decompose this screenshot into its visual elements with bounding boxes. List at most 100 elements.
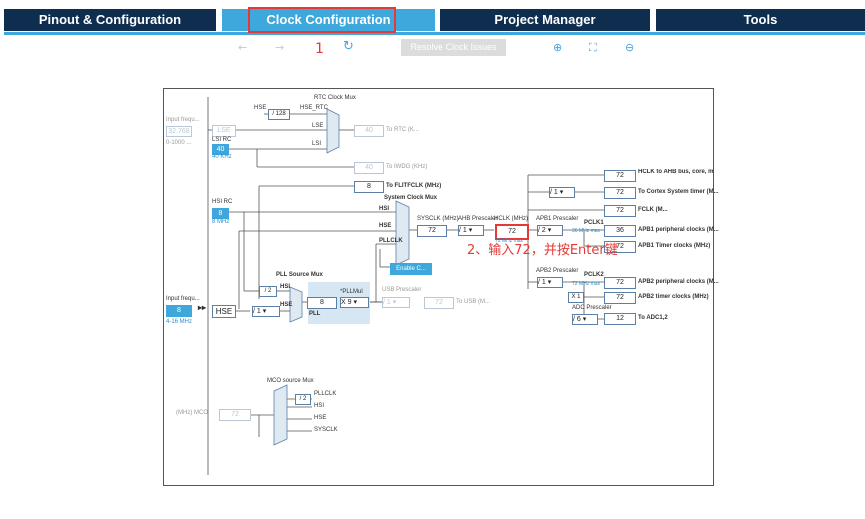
apb2-timer-field: 72 [604,292,636,304]
apb2-prescaler-label: APB2 Prescaler [536,268,579,274]
tab-bar: Pinout & Configuration Clock Configurati… [0,0,865,36]
adc-prescaler-label: ADC Prescaler [572,305,612,311]
redo-icon[interactable]: → [275,41,285,54]
apb2-timer-multiplier: X 1 [568,292,584,303]
pll-mux-hsi-label: HSI [280,284,291,290]
pll-hse-divider-select[interactable]: / 1 ▾ [252,306,280,317]
rtc-hse-label: HSE [254,105,267,111]
fclk-field: 72 [604,205,636,217]
mco-output-field: 72 [219,409,251,421]
flitfclk-output-field: 8 [354,181,384,193]
fit-to-screen-icon[interactable]: ⛶ [589,41,597,54]
mco-sysclk-label: SYSCLK [314,427,338,433]
rtc-output-field: 40 [354,125,384,137]
usb-output-field: 72 [424,297,454,309]
sysclk-label: SYSCLK (MHz) [417,216,459,222]
apb1-timer-label: APB1 Timer clocks (MHz) [638,243,711,249]
ahb-prescaler-select[interactable]: / 1 ▾ [458,225,484,236]
pll-hsi-divider: / 2 [259,286,277,297]
sys-mux-hse-label: HSE [379,223,392,229]
mco-pll-divider: / 2 [295,394,311,405]
adc-output-field: 12 [604,313,636,325]
tab-pinout-configuration[interactable]: Pinout & Configuration [4,9,216,31]
enable-css-button[interactable]: Enable C... [390,263,432,275]
apb1-peripheral-label: APB1 peripheral clocks (M... [638,227,719,233]
zoom-out-icon[interactable]: ⊖ [625,41,635,54]
pclk1-label: PCLK1 [584,220,604,226]
resolve-clock-issues-button[interactable]: Resolve Clock Issues [401,39,506,56]
pll-label: PLL [309,311,321,317]
sys-mux-hsi-label: HSI [379,206,390,212]
hsi-freq-label: 8 MHz [212,219,230,225]
tab-underline [4,32,865,35]
pllmul-select[interactable]: X 9 ▾ [340,297,369,308]
mco-output-label: (MHz) MCO [176,410,208,416]
tab-clock-configuration[interactable]: Clock Configuration [222,9,435,31]
apb1-peripheral-field: 36 [604,225,636,237]
pll-mux-hse-label: HSE [280,302,293,308]
iwdg-output-label: To IWDG (KHz) [386,164,428,170]
annotation-highlight-tab [248,7,396,33]
adc-output-label: To ADC1,2 [638,315,668,321]
apb2-peripheral-field: 72 [604,277,636,289]
rtc-lsi-label: LSI [312,141,322,147]
apb2-peripheral-label: APB2 peripheral clocks (M... [638,279,719,285]
clock-wires [207,97,604,475]
lsi-rc-label: LSI RC [212,137,232,143]
sys-mux-pllclk-label: PLLCLK [379,238,403,244]
rtc-hse-rtc-label: HSE_RTC [300,105,328,111]
cortex-timer-field: 72 [604,187,636,199]
clock-tree-diagram: Input frequ... 32.768 0-1000 ... LSE LSI… [163,88,719,486]
ahb-prescaler-label: AHB Prescaler [458,216,498,222]
lsi-rc-block: 40 [212,144,229,155]
lse-range-label: 0-1000 ... [166,140,192,146]
zoom-in-icon[interactable]: ⊕ [553,41,563,54]
lse-input-frequency-label: Input frequ... [166,117,200,123]
hclk-ahb-field: 72 [604,170,636,182]
rtc-lse-label: LSE [312,123,324,129]
adc-prescaler-select[interactable]: / 6 ▾ [572,314,598,325]
pclk2-label: PCLK2 [584,272,604,278]
apb1-timer-field: 72 [604,241,636,253]
tab-project-manager[interactable]: Project Manager [440,9,650,31]
apb1-prescaler-label: APB1 Prescaler [536,216,579,222]
usb-output-label: To USB (M... [456,299,491,305]
cortex-divider-select[interactable]: / 1 ▾ [549,187,575,198]
flitfclk-output-label: To FLITFCLK (MHz) [386,183,442,189]
apb2-timer-label: APB2 timer clocks (MHz) [638,294,709,300]
lsi-freq-label: 40 KHz [212,154,232,160]
usb-prescaler-label: USB Prescaler [382,287,422,293]
iwdg-output-field: 40 [354,162,384,174]
apb1-prescaler-select[interactable]: / 2 ▾ [537,225,563,236]
undo-icon[interactable]: ← [238,41,248,54]
pllmul-label: *PLLMul [340,289,363,295]
annotation-step-2: 2、输入72，并按Enter键 [467,243,618,258]
hse-input-frequency-label: Input frequ... [166,296,200,302]
pclk1-max-label: 36 MHz max [572,228,601,234]
rtc-output-label: To RTC (K... [386,127,419,133]
hse-input-field[interactable]: 8 [166,305,192,317]
refresh-icon[interactable]: ↻ [343,39,354,54]
hclk-max-label: 72 MHz max [495,238,524,244]
tab-tools[interactable]: Tools [656,9,865,31]
hse-block: HSE [212,305,236,318]
annotation-step-1: 1 [315,41,324,57]
pclk2-max-label: 72 MHz max [572,281,601,287]
hclk-input-field[interactable]: 72 [495,224,529,240]
hclk-ahb-label: HCLK to AHB bus, core, memory and DMA (M… [638,169,713,175]
apb2-prescaler-select[interactable]: / 1 ▾ [537,277,563,288]
hse-arrows-icon: ▸▸ [198,303,207,312]
fclk-label: FCLK (M... [638,207,668,213]
mco-pllclk-label: PLLCLK [314,391,337,397]
rtc-divider-box[interactable]: / 128 [268,109,290,120]
mco-hsi-label: HSI [314,403,325,409]
hclk-label: HCLK (MHz) [494,216,528,222]
pll-source-mux-title: PLL Source Mux [276,272,323,278]
hsi-rc-block: 8 [212,208,229,219]
lse-input-field[interactable]: 32.768 [166,126,192,137]
lse-block: LSE [212,125,236,137]
hsi-rc-label: HSI RC [212,199,233,205]
system-clock-mux-title: System Clock Mux [384,195,438,201]
pll-field: 8 [307,297,337,309]
usb-prescaler-select[interactable]: / 1 ▾ [382,297,410,308]
